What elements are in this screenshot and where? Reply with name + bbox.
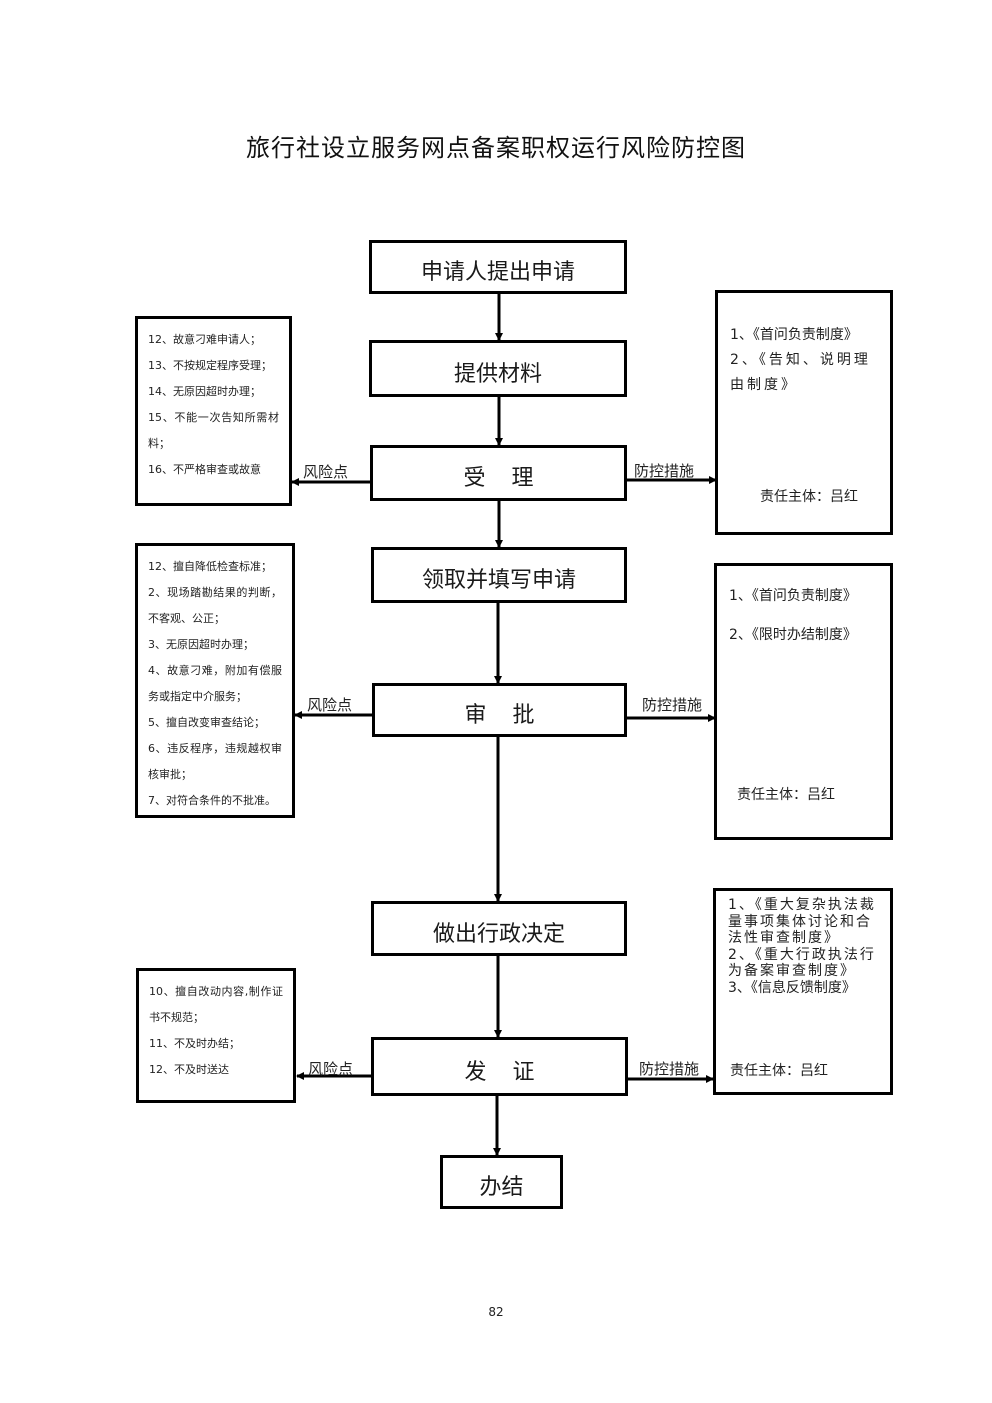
risk-item: 14、无原因超时办理； bbox=[148, 385, 261, 398]
step-issue-certificate: 发证 bbox=[371, 1037, 628, 1096]
step-fill-application: 领取并填写申请 bbox=[371, 547, 627, 603]
risk-item: 10、擅自改动内容,制作证书不规范； bbox=[149, 985, 283, 1024]
step-provide-materials-label: 提供材料 bbox=[453, 361, 542, 387]
step-accept: 受理 bbox=[370, 445, 627, 501]
risk-item: 4、故意刁难，附加有偿服务或指定中介服务； bbox=[148, 664, 282, 703]
responsible-owner: 责任主体：吕红 bbox=[737, 787, 835, 803]
risk-item: 15、不能一次告知所需材料； bbox=[148, 411, 279, 450]
risk-item: 12、擅自降低检查标准； bbox=[148, 560, 272, 573]
risk-item: 12、故意刁难申请人； bbox=[148, 333, 261, 346]
risk-item: 12、不及时送达 bbox=[149, 1063, 229, 1076]
step-apply: 申请人提出申请 bbox=[369, 240, 627, 294]
risk-label-approve: 风险点 bbox=[307, 696, 353, 714]
step-fill-application-label: 领取并填写申请 bbox=[421, 568, 576, 593]
control-label-accept: 防控措施 bbox=[634, 462, 695, 480]
control-box-approve: 1、《首问负责制度》 2、《限时办结制度》 责任主体：吕红 bbox=[714, 563, 893, 840]
risk-item: 16、不严格审查或故意 bbox=[148, 463, 261, 476]
control-box-accept: 1、《首问负责制度》 2、《告知、说明理由制度》 责任主体：吕红 bbox=[715, 290, 893, 535]
risk-item: 11、不及时办结； bbox=[149, 1037, 240, 1050]
control-box-issue: 1、《重大复杂执法裁量事项集体讨论和合法性审查制度》 2、《重大行政执法行为备案… bbox=[713, 888, 893, 1095]
control-label-approve: 防控措施 bbox=[642, 696, 703, 714]
control-item: 1、《重大复杂执法裁量事项集体讨论和合法性审查制度》 bbox=[728, 897, 876, 946]
control-label-issue: 防控措施 bbox=[639, 1060, 700, 1078]
control-item: 3、《信息反馈制度》 bbox=[728, 979, 856, 996]
page-title: 旅行社设立服务网点备案职权运行风险防控图 bbox=[246, 134, 746, 162]
risk-label-accept: 风险点 bbox=[303, 463, 349, 481]
risk-box-accept: 12、故意刁难申请人； 13、不按规定程序受理； 14、无原因超时办理； 15、… bbox=[135, 316, 292, 506]
responsible-owner: 责任主体：吕红 bbox=[760, 489, 858, 505]
responsible-owner: 责任主体：吕红 bbox=[730, 1063, 828, 1079]
control-item: 1、《首问负责制度》 bbox=[729, 588, 857, 604]
step-approve-label: 审批 bbox=[464, 703, 561, 728]
step-approve: 审批 bbox=[372, 683, 627, 737]
step-admin-decision-label: 做出行政决定 bbox=[432, 921, 565, 947]
risk-box-issue: 10、擅自改动内容,制作证书不规范； 11、不及时办结； 12、不及时送达 bbox=[136, 968, 296, 1103]
risk-item: 13、不按规定程序受理； bbox=[148, 359, 272, 372]
step-provide-materials: 提供材料 bbox=[369, 340, 627, 397]
step-complete-label: 办结 bbox=[479, 1175, 524, 1200]
step-complete: 办结 bbox=[440, 1155, 563, 1209]
risk-item: 5、擅自改变审查结论； bbox=[148, 716, 265, 729]
risk-box-approve: 12、擅自降低检查标准； 2、现场踏勘结果的判断，不客观、公正； 3、无原因超时… bbox=[135, 543, 295, 818]
control-item: 2、《告知、说明理由制度》 bbox=[730, 352, 871, 393]
control-item: 1、《首问负责制度》 bbox=[730, 327, 858, 343]
page-number: 82 bbox=[488, 1305, 504, 1319]
step-admin-decision: 做出行政决定 bbox=[371, 901, 627, 956]
risk-item: 3、无原因超时办理； bbox=[148, 638, 254, 651]
risk-label-issue: 风险点 bbox=[308, 1060, 354, 1078]
risk-item: 7、对符合条件的不批准。 bbox=[148, 794, 276, 807]
control-item: 2、《限时办结制度》 bbox=[729, 627, 857, 643]
risk-item: 6、违反程序，违规越权审核审批； bbox=[148, 742, 282, 781]
step-accept-label: 受理 bbox=[463, 466, 560, 491]
step-issue-certificate-label: 发证 bbox=[464, 1059, 561, 1085]
risk-item: 2、现场踏勘结果的判断，不客观、公正； bbox=[148, 586, 282, 625]
step-apply-label: 申请人提出申请 bbox=[420, 260, 575, 285]
control-item: 2、《重大行政执法行为备案审查制度》 bbox=[728, 946, 876, 980]
